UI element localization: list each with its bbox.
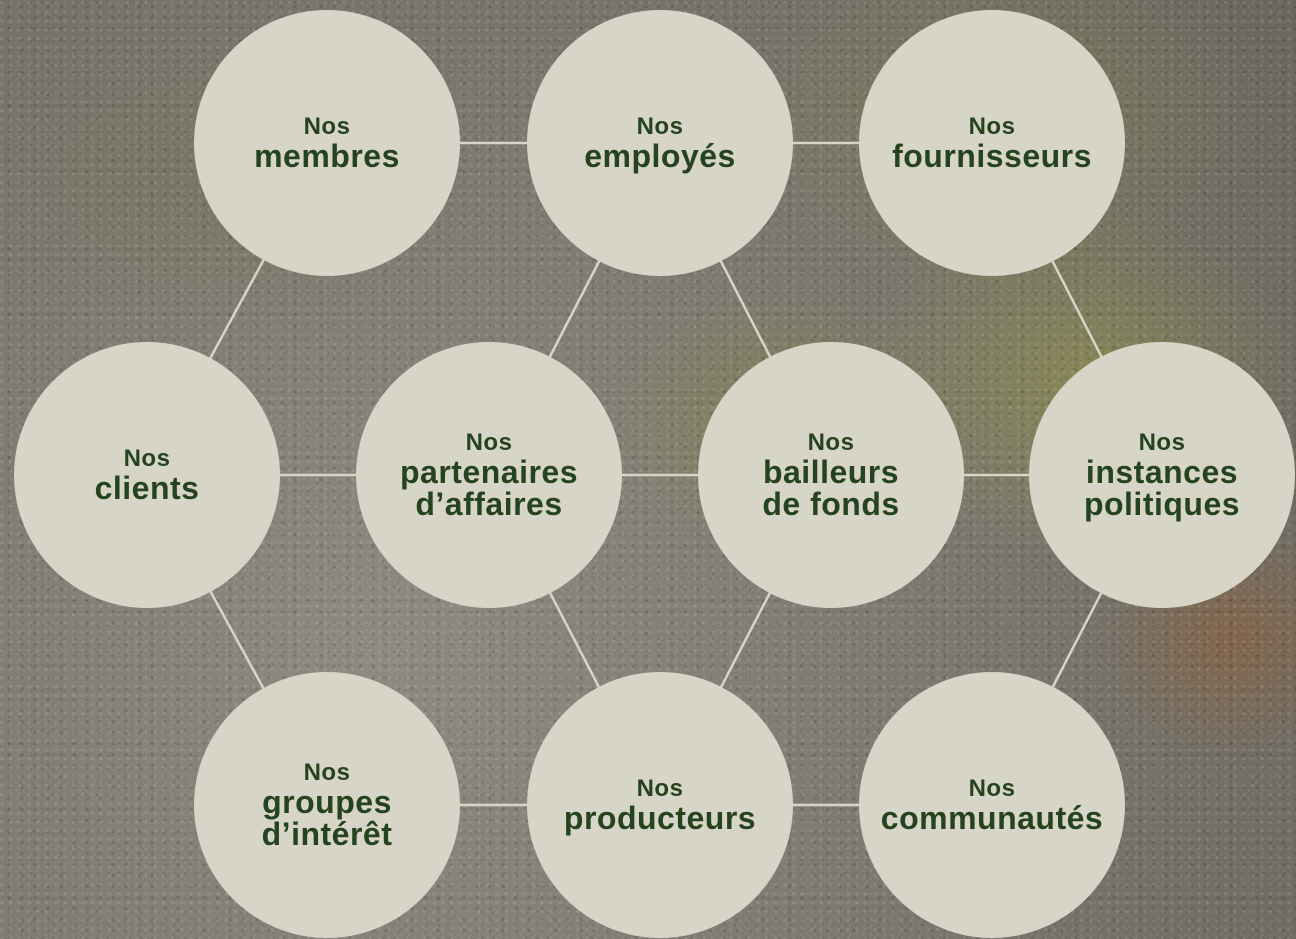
node-fournisseurs-prefix: Nos bbox=[968, 113, 1016, 140]
node-fournisseurs[interactable]: Nos fournisseurs bbox=[859, 10, 1125, 276]
node-groupes[interactable]: Nos groupes d’intérêt bbox=[194, 672, 460, 938]
node-instances-prefix: Nos bbox=[1138, 429, 1186, 456]
node-groupes-label: groupes d’intérêt bbox=[261, 784, 393, 852]
node-bailleurs[interactable]: Nos bailleurs de fonds bbox=[698, 342, 964, 608]
node-membres-label: membres bbox=[254, 138, 400, 174]
node-instances-label: instances politiques bbox=[1083, 454, 1241, 522]
node-clients-label: clients bbox=[94, 470, 200, 506]
node-communautes-label: communautés bbox=[880, 800, 1104, 836]
node-bailleurs-label: bailleurs de fonds bbox=[762, 454, 900, 522]
node-membres-prefix: Nos bbox=[303, 113, 351, 140]
node-fournisseurs-label: fournisseurs bbox=[892, 138, 1092, 174]
node-bailleurs-prefix: Nos bbox=[807, 429, 855, 456]
node-clients-prefix: Nos bbox=[123, 445, 171, 472]
node-partenaires-label: partenaires d’affaires bbox=[399, 454, 579, 522]
node-partenaires[interactable]: Nos partenaires d’affaires bbox=[356, 342, 622, 608]
node-producteurs-prefix: Nos bbox=[636, 775, 684, 802]
node-employes[interactable]: Nos employés bbox=[527, 10, 793, 276]
node-employes-label: employés bbox=[584, 138, 736, 174]
node-clients[interactable]: Nos clients bbox=[14, 342, 280, 608]
node-producteurs[interactable]: Nos producteurs bbox=[527, 672, 793, 938]
node-instances[interactable]: Nos instances politiques bbox=[1029, 342, 1295, 608]
node-employes-prefix: Nos bbox=[636, 113, 684, 140]
node-groupes-prefix: Nos bbox=[303, 759, 351, 786]
node-membres[interactable]: Nos membres bbox=[194, 10, 460, 276]
node-partenaires-prefix: Nos bbox=[465, 429, 513, 456]
node-producteurs-label: producteurs bbox=[563, 800, 757, 836]
node-communautes[interactable]: Nos communautés bbox=[859, 672, 1125, 938]
node-communautes-prefix: Nos bbox=[968, 775, 1016, 802]
